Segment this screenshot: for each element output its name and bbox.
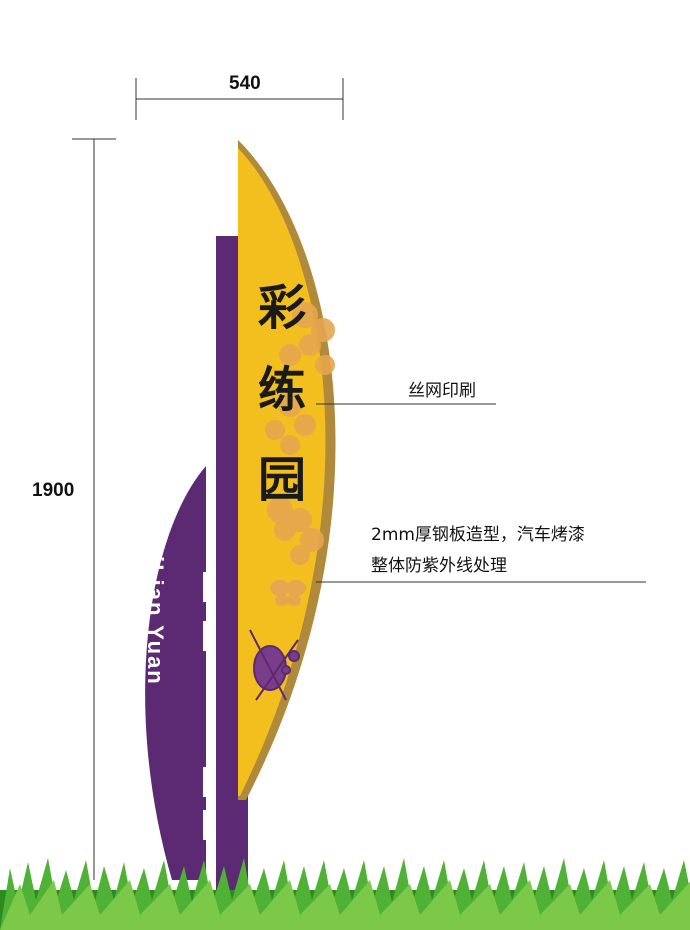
width-label: 540	[229, 73, 261, 94]
width-dimension	[135, 78, 344, 120]
height-dimension	[72, 138, 116, 880]
annotation-screen-print: 丝网印刷	[408, 381, 476, 401]
left-purple-leaf	[145, 466, 206, 880]
annotation-material-line1: 2mm厚钢板造型，汽车烤漆	[371, 525, 585, 545]
height-label: 1900	[32, 480, 75, 501]
title-char-1: 彩	[258, 280, 307, 336]
grass	[0, 858, 690, 930]
annotation-material-line2: 整体防紫外线处理	[371, 556, 507, 576]
butterfly-icon	[270, 580, 306, 606]
flower-icon	[265, 302, 335, 565]
dash-marks	[203, 572, 217, 840]
title-char-3: 园	[258, 452, 307, 508]
title-char-2: 练	[258, 362, 307, 418]
vertical-brand-text: CaiLian Yuan	[143, 524, 168, 686]
violin-icon	[249, 629, 300, 701]
